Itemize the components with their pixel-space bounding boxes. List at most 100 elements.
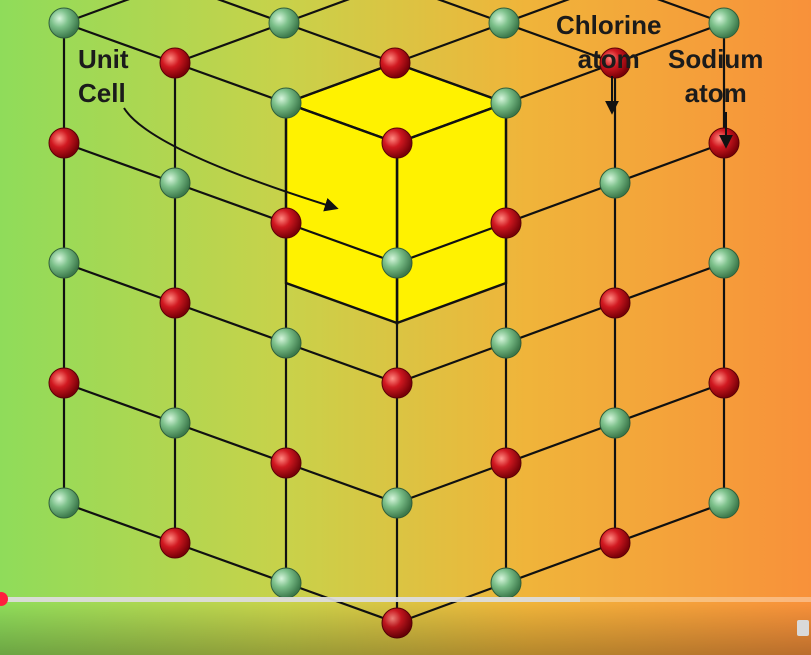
sodium-atom	[159, 287, 191, 319]
sodium-atom	[381, 127, 413, 159]
bond-line	[216, 0, 285, 25]
sodium-atom	[490, 207, 522, 239]
sodium-label-line2: atom	[684, 78, 747, 108]
chlorine-atom	[270, 567, 302, 599]
bond-line	[174, 421, 287, 465]
unit-cell-pointer	[123, 107, 339, 212]
sodium-atom	[599, 527, 631, 559]
chlorine-atom	[490, 87, 522, 119]
bond-line	[505, 61, 616, 105]
bond-line	[656, 0, 725, 25]
chlorine-atom	[270, 327, 302, 359]
bond-line	[394, 21, 505, 65]
lattice-bonds	[62, 0, 726, 625]
bond-line	[614, 21, 725, 65]
chlorine-atom	[159, 167, 191, 199]
lattice-atoms	[48, 7, 740, 639]
sodium-atom	[159, 527, 191, 559]
bond-line	[614, 261, 725, 305]
bond-line	[63, 381, 176, 425]
bond-line	[396, 341, 507, 385]
chlorine-atom	[488, 7, 520, 39]
chlorine-atom	[159, 407, 191, 439]
sodium-label-line1: Sodium	[668, 44, 764, 74]
sodium-atom	[48, 127, 80, 159]
chlorine-atom	[599, 407, 631, 439]
chlorine-atom-label: Chlorine atom	[556, 8, 661, 76]
chlorine-atom	[48, 247, 80, 279]
sodium-atom	[708, 127, 740, 159]
bond-line	[614, 501, 725, 545]
bond-line	[396, 581, 507, 625]
chlorine-atom	[270, 87, 302, 119]
sodium-atom	[270, 447, 302, 479]
sodium-atom	[490, 447, 522, 479]
sodium-atom	[599, 47, 631, 79]
bond-line	[394, 61, 507, 105]
chlorine-atom	[48, 487, 80, 519]
bond-line	[174, 541, 287, 585]
unit-cell-label-line1: Unit	[78, 44, 129, 74]
chlorine-atom	[381, 487, 413, 519]
bond-line	[174, 181, 287, 225]
bond-line	[63, 261, 176, 305]
bond-line	[614, 141, 725, 185]
sodium-atom-label: Sodium atom	[668, 42, 763, 110]
bond-line	[396, 101, 507, 145]
sodium-atom	[379, 47, 411, 79]
progress-bar[interactable]	[0, 597, 811, 602]
sodium-atom	[159, 47, 191, 79]
bond-line	[174, 61, 287, 105]
scrub-handle-icon[interactable]	[0, 592, 8, 606]
bond-line	[436, 0, 505, 25]
bond-line	[396, 461, 507, 505]
chlorine-atom	[708, 247, 740, 279]
bond-line	[285, 461, 398, 505]
chlorine-atom	[708, 487, 740, 519]
chlorine-atom	[490, 567, 522, 599]
bond-line	[503, 0, 570, 25]
bond-line	[396, 221, 507, 265]
bond-line	[614, 381, 725, 425]
chlorine-atom	[599, 167, 631, 199]
bond-line	[505, 181, 616, 225]
chlorine-atom	[48, 7, 80, 39]
bond-line	[505, 541, 616, 585]
bond-line	[174, 21, 285, 65]
bond-line	[285, 341, 398, 385]
bond-line	[63, 21, 176, 65]
chlorine-atom	[381, 247, 413, 279]
bond-line	[63, 141, 176, 185]
sodium-atom	[381, 367, 413, 399]
chlorine-atom	[708, 7, 740, 39]
sodium-atom	[48, 367, 80, 399]
bond-line	[283, 0, 350, 25]
chlorine-label-line1: Chlorine	[556, 10, 662, 40]
chlorine-label-line2: atom	[577, 44, 640, 74]
sodium-atom	[270, 207, 302, 239]
bond-line	[285, 581, 398, 625]
captions-icon[interactable]	[797, 620, 809, 636]
player-controls-bar	[0, 603, 811, 655]
bond-line	[503, 21, 616, 65]
bond-line	[174, 301, 287, 345]
bond-line	[285, 221, 398, 265]
unit-cell-label-line2: Cell	[78, 78, 126, 108]
bond-line	[285, 101, 398, 145]
label-pointers	[123, 76, 733, 212]
bond-line	[63, 0, 130, 25]
sodium-atom	[599, 287, 631, 319]
bond-line	[285, 61, 396, 105]
unit-cell-label: Unit Cell	[78, 42, 129, 110]
bond-line	[283, 21, 396, 65]
sodium-atom	[381, 607, 413, 639]
chlorine-atom	[268, 7, 300, 39]
bond-line	[63, 501, 176, 545]
sodium-atom	[708, 367, 740, 399]
bond-line	[505, 301, 616, 345]
progress-fill	[0, 597, 580, 602]
bond-line	[505, 421, 616, 465]
chlorine-atom	[490, 327, 522, 359]
